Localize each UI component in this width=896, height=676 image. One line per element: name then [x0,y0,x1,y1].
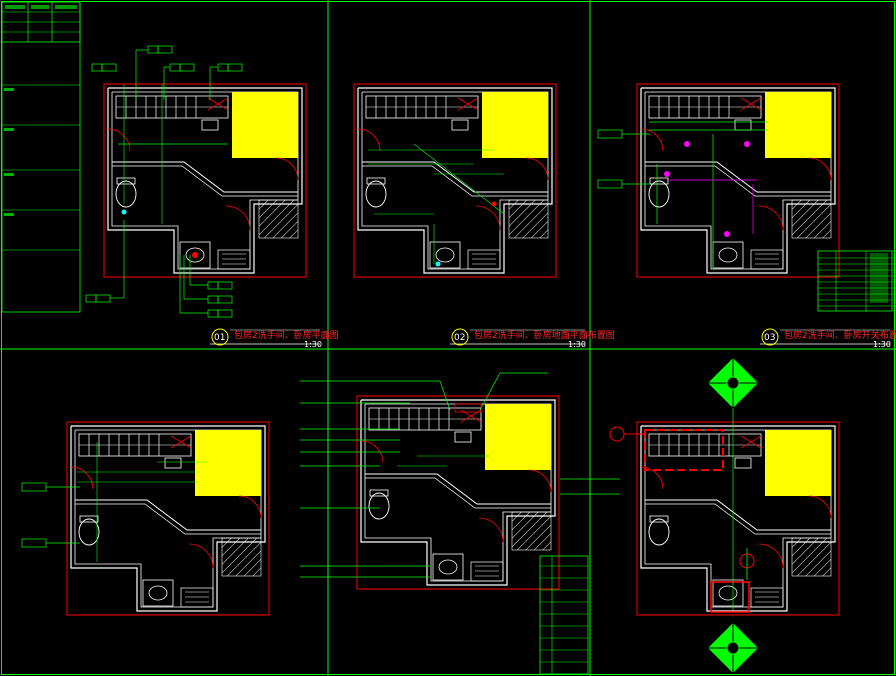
title-03-scale: 1:30 [873,340,891,349]
title-01-label: 包房2洗手间、卧房平面图 [234,329,339,341]
plan-03-leaders [597,129,650,189]
plan-05-leaders [300,372,620,578]
legend-table [817,250,893,312]
title-02-label: 包房2洗手间、卧房地面平面布置图 [474,329,615,341]
elevation-marker-bottom [708,623,758,673]
plan-05 [356,395,560,590]
title-01-number: 01 [214,333,225,343]
plan-01-leaders [85,45,243,318]
plan-04 [66,421,270,616]
section-marker-left [609,426,646,442]
title-03: 03 包房2洗手间、卧房开关布置图 1:30 [760,328,896,349]
section-marker-bottom [739,548,755,580]
title-03-number: 03 [764,333,775,343]
plan-02 [353,83,557,278]
plan-03 [636,83,840,278]
plan-04-leaders [21,482,80,548]
title-03-label: 包房2洗手间、卧房开关布置图 [784,329,896,341]
title-02: 02 包房2洗手间、卧房地面平面布置图 1:30 [450,328,615,349]
plan-06 [636,421,840,616]
title-02-number: 02 [454,333,465,343]
legend-table-2 [539,555,589,675]
elevation-marker-top [708,358,758,610]
plan-01 [103,83,307,278]
title-01-scale: 1:30 [304,340,322,349]
title-01: 01 包房2洗手间、卧房平面图 1:30 [210,328,339,349]
title-block [1,1,81,313]
title-02-scale: 1:30 [568,340,586,349]
